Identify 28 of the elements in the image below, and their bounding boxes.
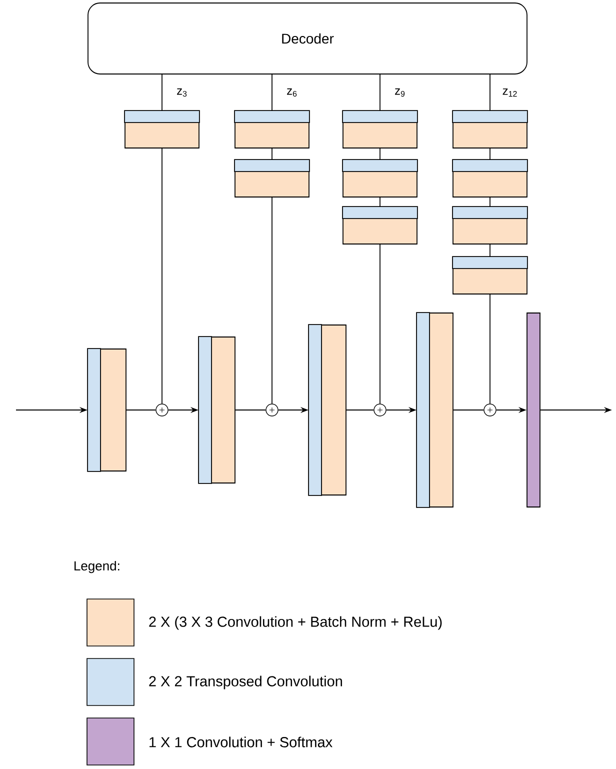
- decoder-block: [416, 312, 454, 508]
- softmax-bar: [526, 312, 540, 508]
- upsampling-block: [124, 110, 200, 148]
- adder-circle: [484, 404, 496, 416]
- legend-text: 1 X 1 Convolution + Softmax: [150, 736, 332, 748]
- edge-label: z$_{12}$: [502, 88, 517, 97]
- adder-circle: [374, 404, 386, 416]
- upsampling-block: [342, 110, 418, 148]
- decoder-block: [87, 348, 126, 472]
- legend-text: 2 X (3 X 3 Convolution + Batch Norm + ReLu): [149, 616, 442, 630]
- upsampling-block: [234, 159, 310, 198]
- legend-heading: Legend:: [74, 560, 120, 574]
- edge-label: z$_{3}$: [177, 88, 187, 97]
- upsampling-block: [452, 159, 528, 198]
- upsampling-block: [234, 110, 310, 148]
- upsampling-block: [342, 159, 418, 198]
- upsampling-block: [452, 110, 528, 148]
- upsampling-block: [452, 206, 528, 244]
- legend-text: 2 X 2 Transposed Convolution: [149, 676, 342, 690]
- adder-circle: [156, 404, 168, 416]
- adder-circle: [266, 404, 278, 416]
- decoder-box: Decoder: [88, 2, 528, 74]
- upsampling-block: [452, 256, 528, 294]
- decoder-block: [198, 336, 236, 484]
- upsampling-block: [342, 206, 418, 244]
- decoder-block: [308, 324, 346, 496]
- edge-label: z$_{6}$: [287, 88, 297, 97]
- edge-label: z$_{9}$: [395, 88, 405, 97]
